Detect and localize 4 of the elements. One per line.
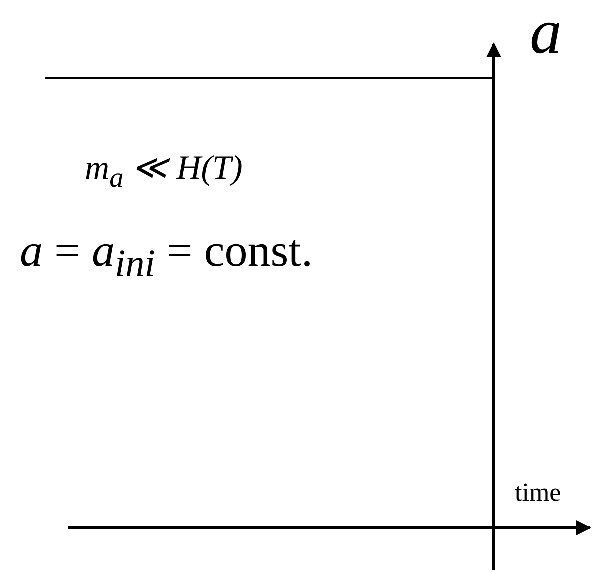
- condition-formula: m$_{a}$ ≪ H(T): [85, 152, 243, 194]
- value-formula: a = a$_{ini}$ = const.: [20, 228, 313, 284]
- axis-label: a: [530, 0, 562, 64]
- axis-label: time: [515, 480, 562, 506]
